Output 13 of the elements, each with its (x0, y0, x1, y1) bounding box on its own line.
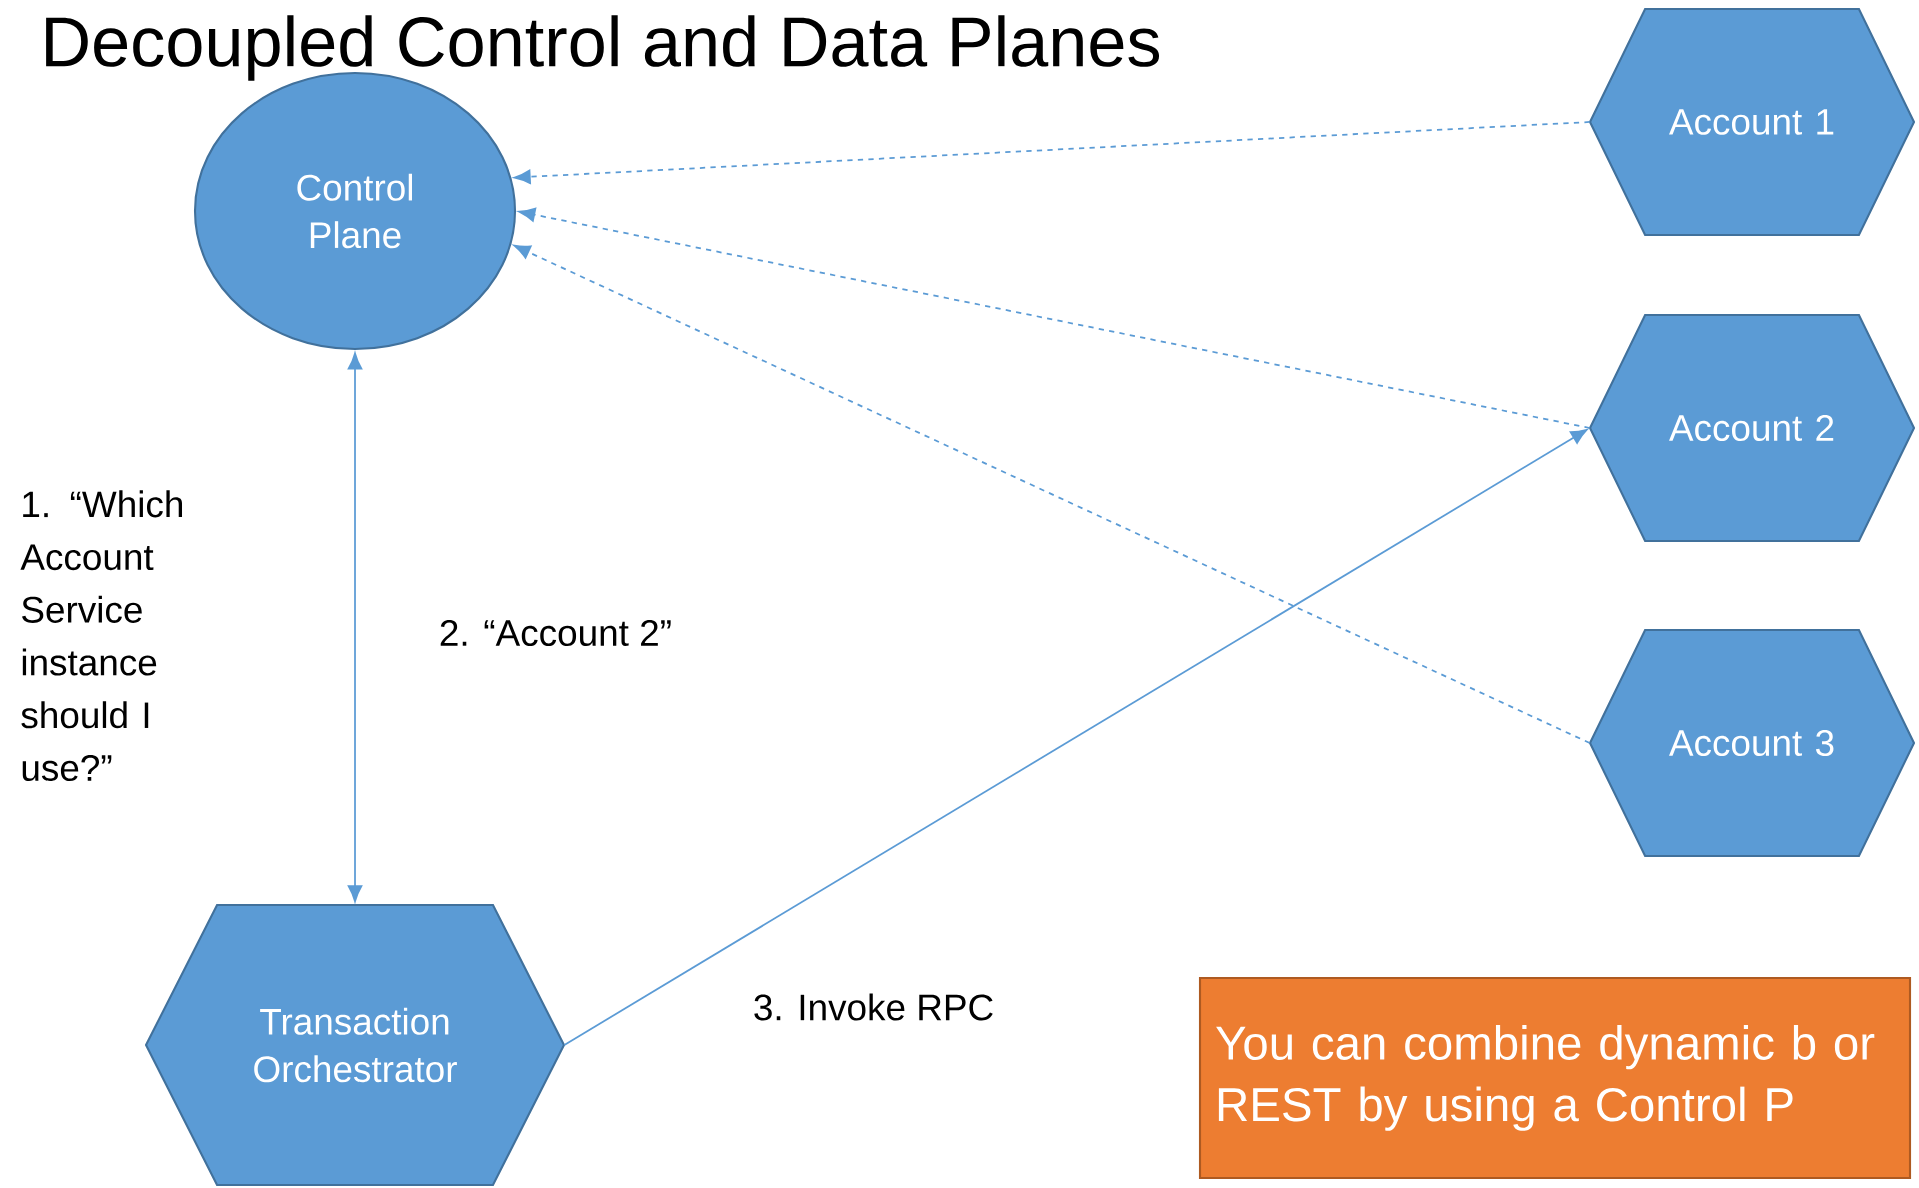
hexagon-node: Transaction Orchestrator (144, 903, 566, 1187)
hexagon-node: Account 1 (1588, 7, 1916, 237)
arrow (518, 207, 1591, 429)
edge-label: 2. “Account 2” (435, 616, 676, 650)
arrow (347, 352, 363, 903)
note-box: You can combine dynamic b or REST by using a Control P (1198, 976, 1912, 1180)
arrow (513, 244, 1591, 744)
arrow (513, 121, 1591, 184)
hexagon-node: Account 3 (1588, 628, 1916, 858)
edge-label: 3. Invoke RPC (749, 989, 998, 1025)
arrow (563, 428, 1588, 1046)
question-label: 1. “Which Account Service instance should I use?” (20, 490, 182, 782)
hexagon-node: Account 2 (1588, 313, 1916, 543)
